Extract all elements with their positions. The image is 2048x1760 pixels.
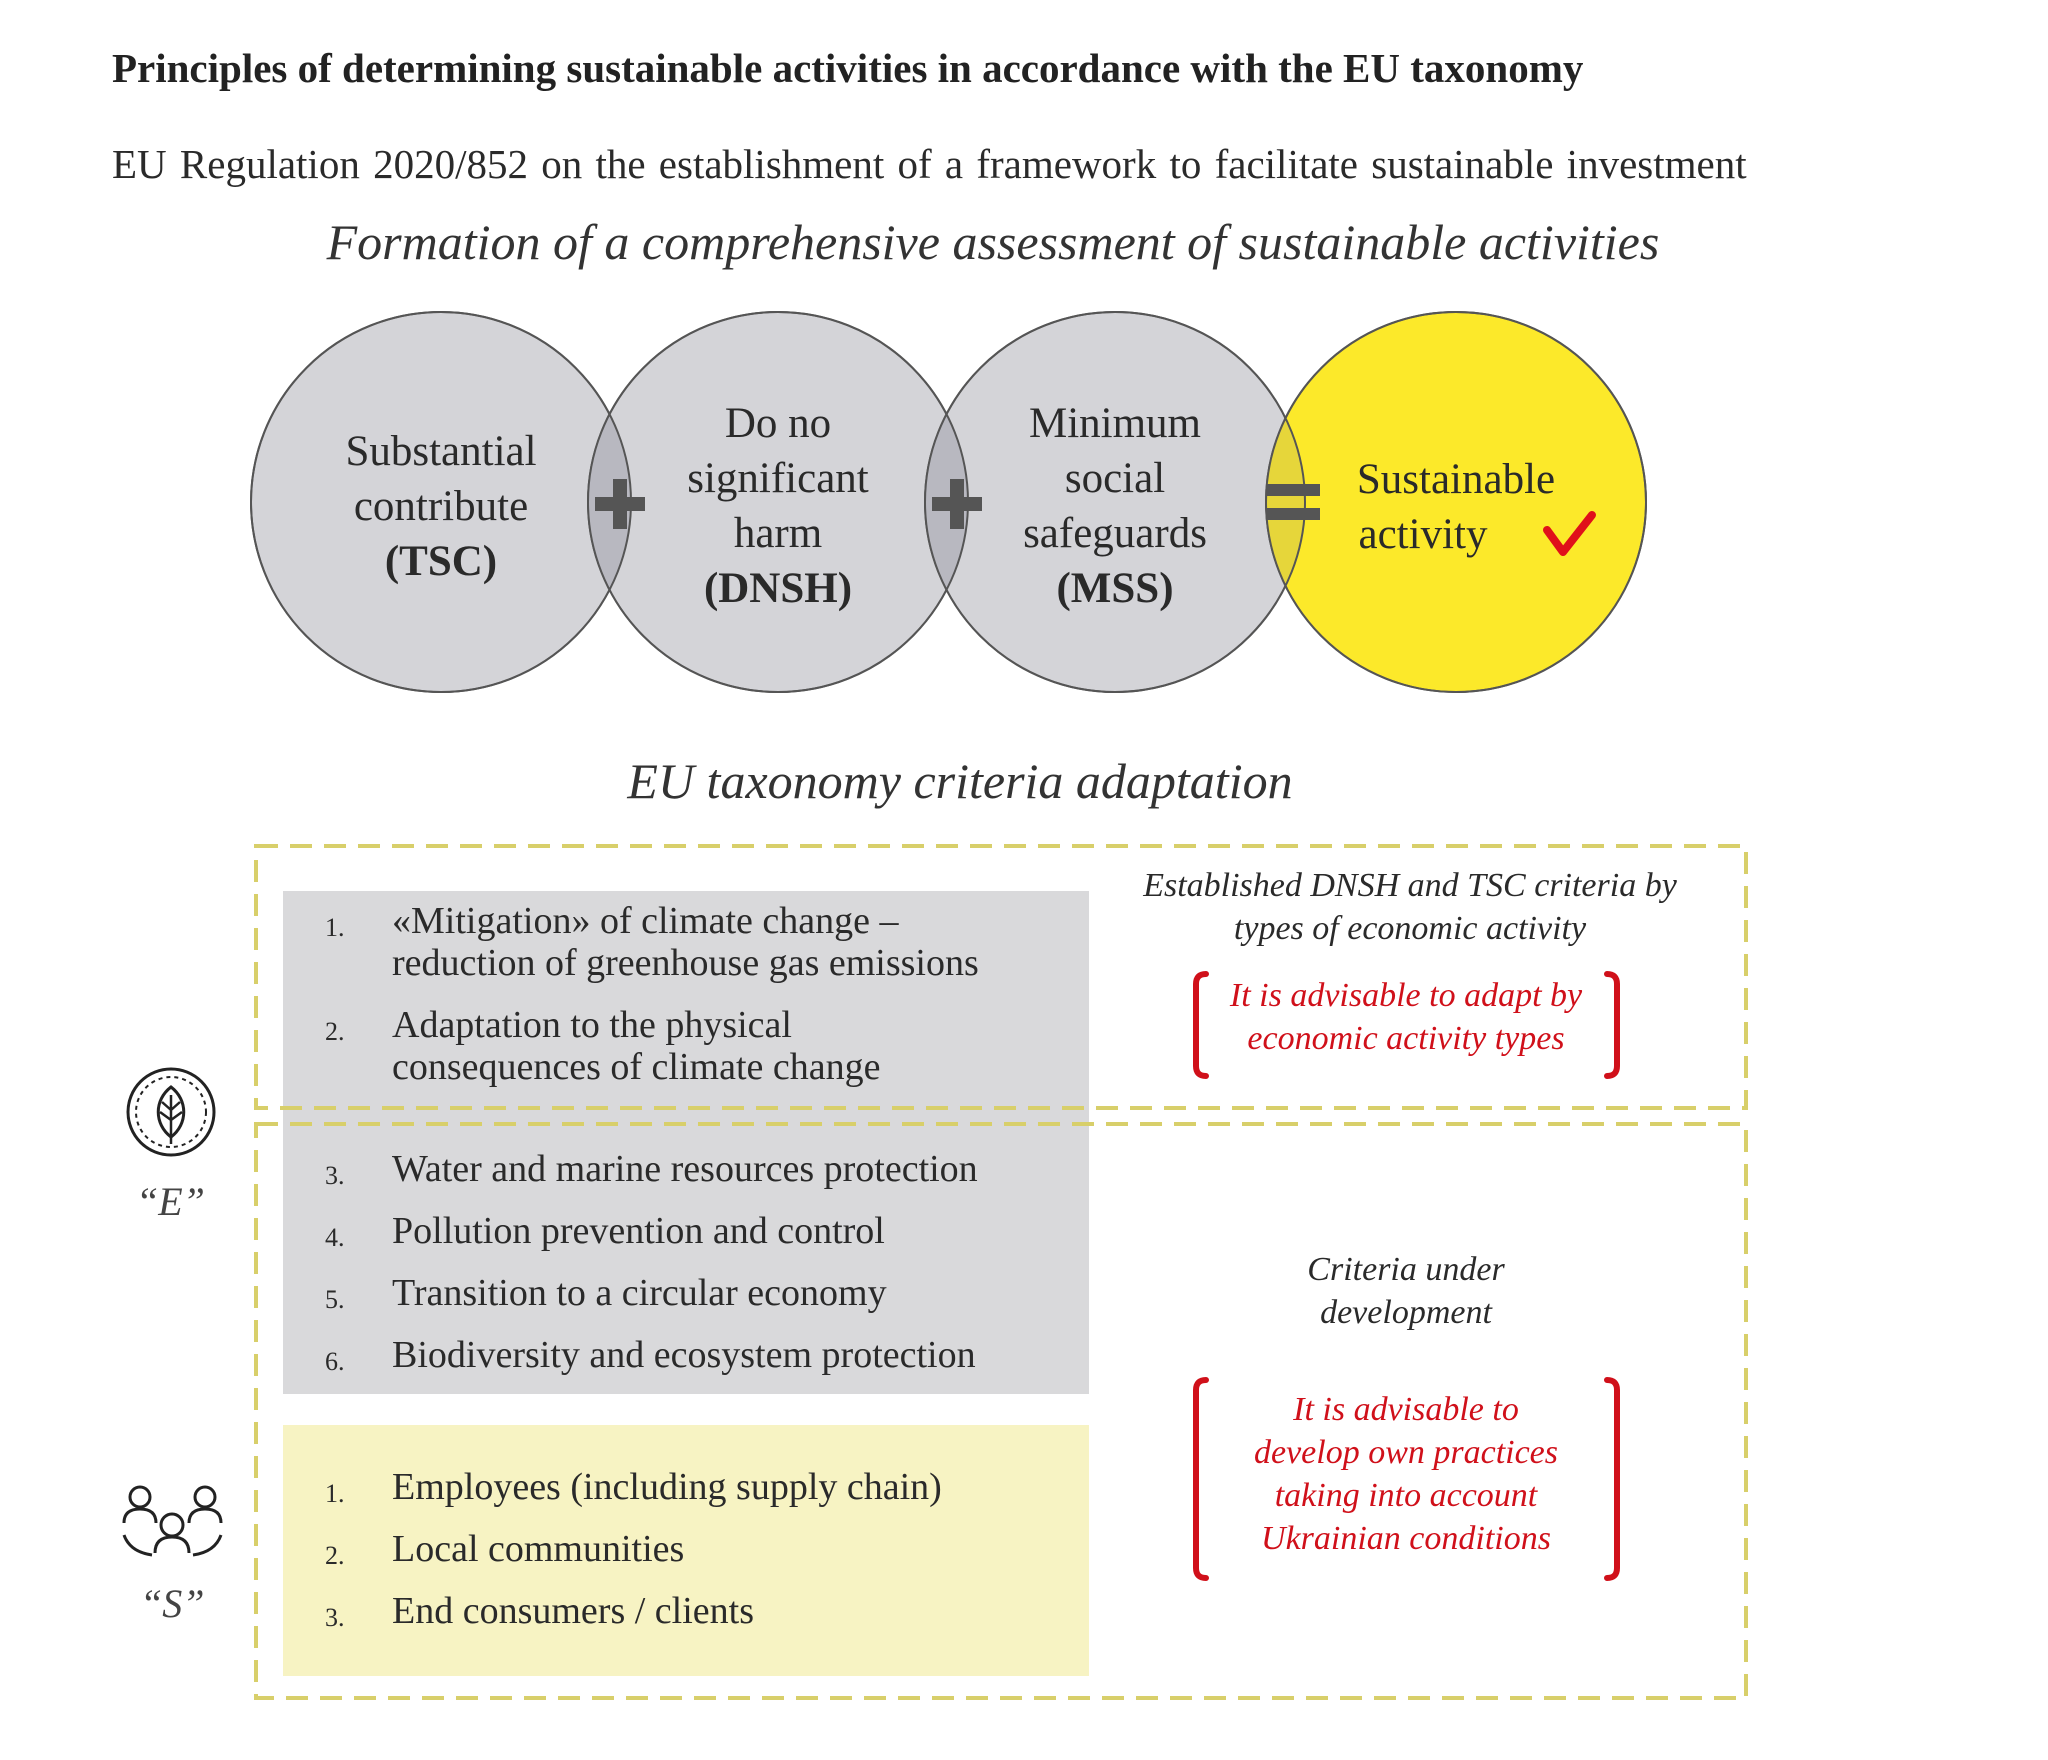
people-group-icon bbox=[122, 1485, 223, 1557]
circle-sustainable-label: Sustainable activity bbox=[1356, 456, 1556, 558]
equals-operator bbox=[1266, 484, 1320, 520]
plus-operator-1 bbox=[595, 479, 645, 529]
top-dashed-frame bbox=[254, 844, 1748, 1110]
plus-operator-2 bbox=[932, 479, 982, 529]
circle-dnsh-label: Do no significant harm (DNSH) bbox=[687, 400, 869, 612]
social-label: “S” bbox=[140, 1581, 205, 1626]
environmental-label: “E” bbox=[136, 1179, 205, 1224]
adaptation-heading: EU taxonomy criteria adaptation bbox=[627, 753, 1293, 809]
social-criteria-box bbox=[283, 1425, 1089, 1676]
circle-tsc-label: Substantial contribute (TSC) bbox=[345, 428, 537, 585]
formation-heading: Formation of a comprehensive assessment … bbox=[326, 214, 1660, 270]
bottom-advice-right-bracket bbox=[1604, 1377, 1620, 1581]
leaf-icon bbox=[126, 1067, 216, 1157]
regulation-subtitle: EU Regulation 2020/852 on the establishm… bbox=[112, 141, 1747, 187]
venn-diagram bbox=[250, 311, 1647, 693]
circle-mss-label: Minimum social safeguards (MSS) bbox=[1023, 400, 1207, 612]
bottom-dashed-frame bbox=[254, 1122, 1748, 1700]
top-advice-text: It is advisable to adapt by economic act… bbox=[1229, 977, 1583, 1057]
checkmark-icon bbox=[1543, 511, 1596, 556]
environmental-criteria-box bbox=[283, 891, 1089, 1394]
top-advice-right-bracket bbox=[1604, 971, 1620, 1079]
criteria-under-development-note: Criteria under development bbox=[1307, 1251, 1505, 1331]
bottom-advice-left-bracket bbox=[1193, 1377, 1209, 1581]
page-title: Principles of determining sustainable ac… bbox=[112, 45, 1584, 91]
established-criteria-note: Established DNSH and TSC criteria by typ… bbox=[1143, 867, 1677, 947]
top-advice-left-bracket bbox=[1193, 971, 1209, 1079]
bottom-advice-text: It is advisable to develop own practices… bbox=[1253, 1391, 1559, 1557]
